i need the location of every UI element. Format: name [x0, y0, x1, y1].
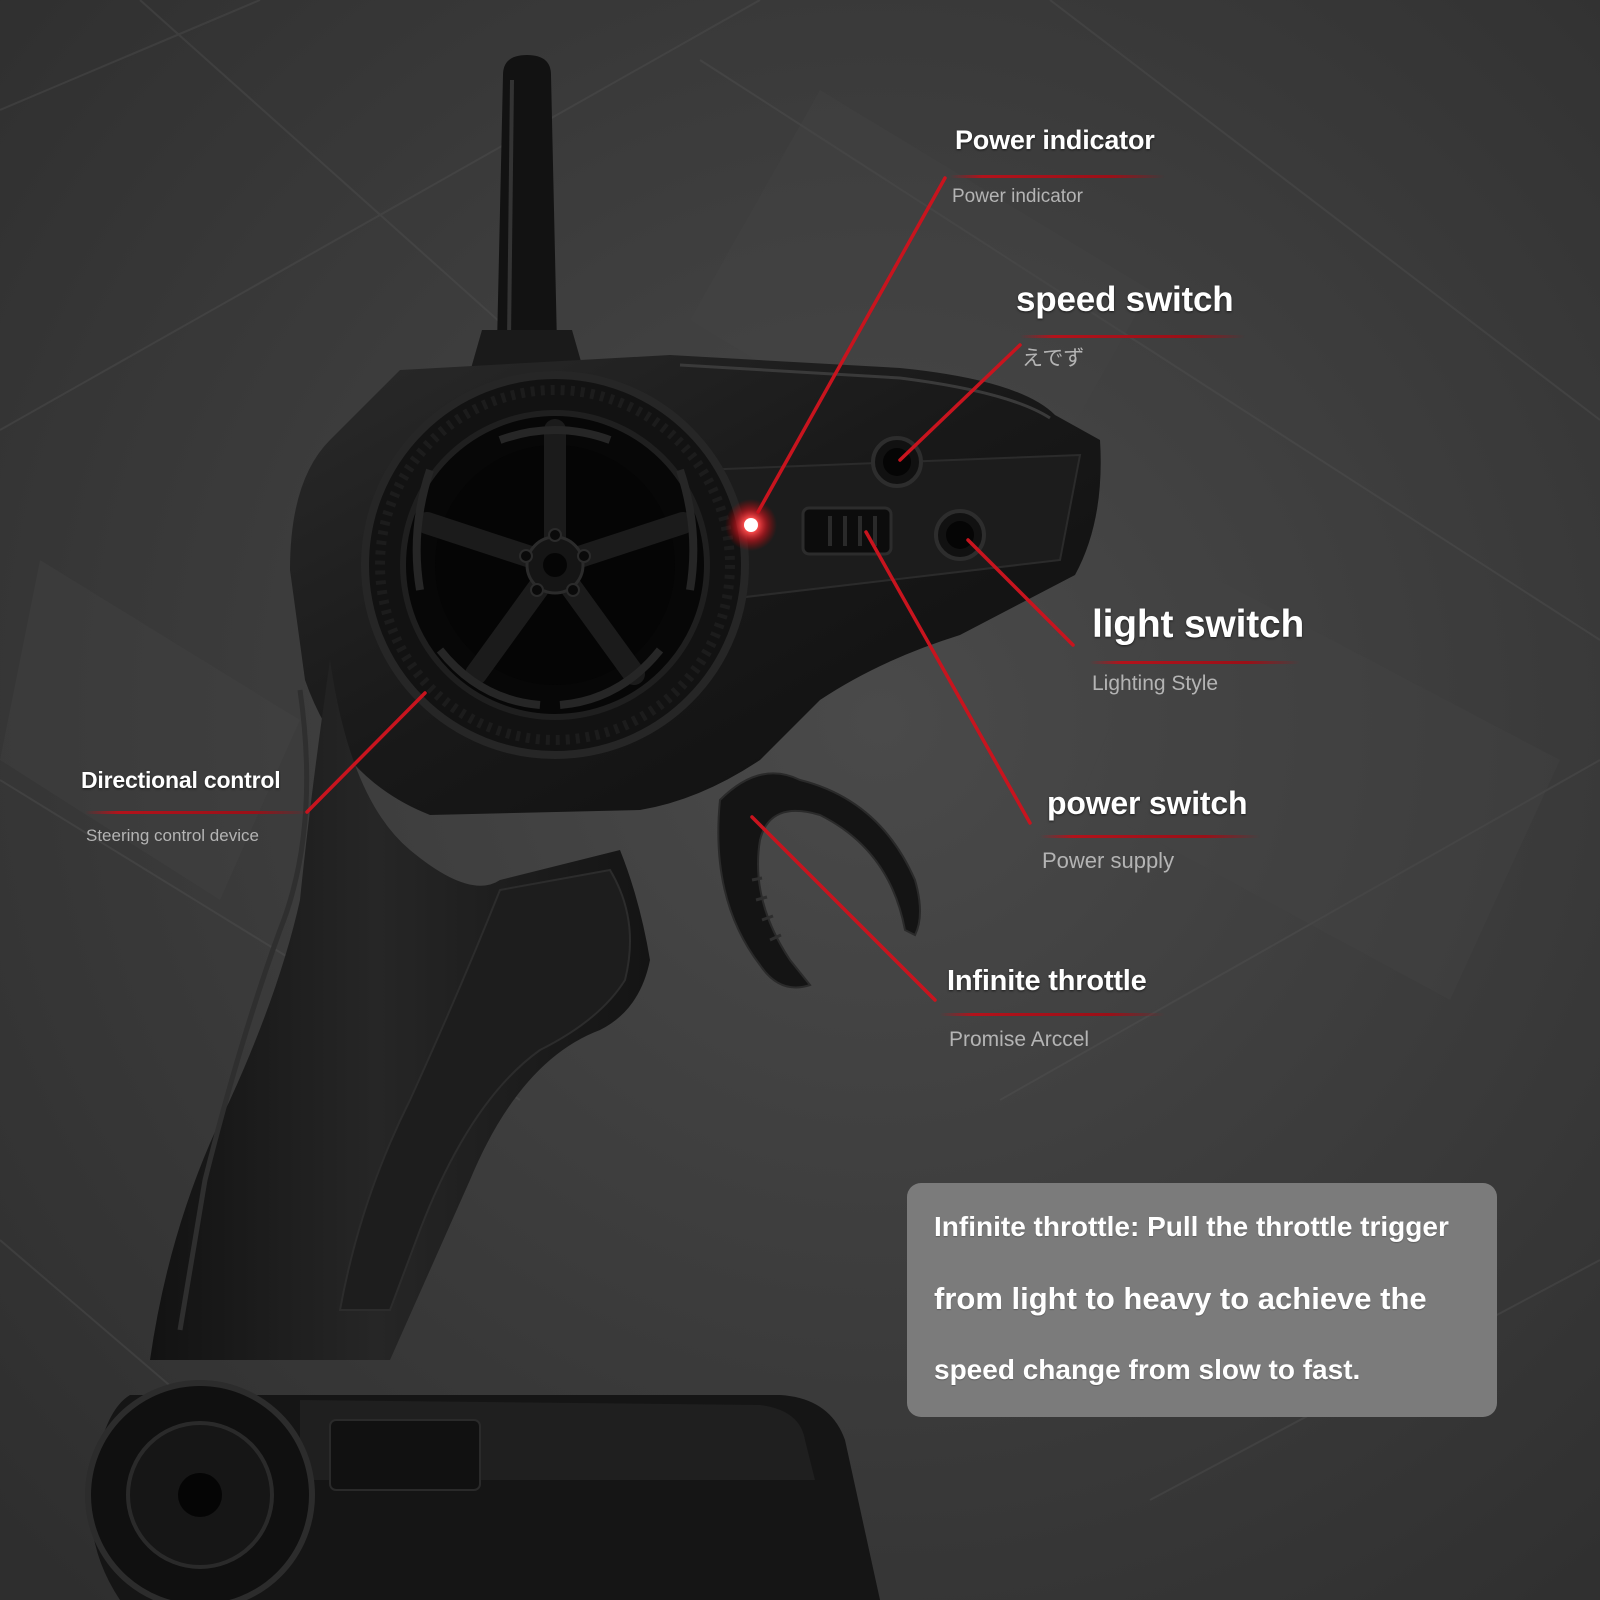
directional-control-subtitle: Steering control device: [86, 826, 259, 845]
base-detail-recess: [329, 1419, 481, 1491]
power-switch-underline: [1040, 835, 1260, 838]
power-switch-subtitle: Power supply: [1042, 848, 1175, 873]
power-switch-title: power switch: [1047, 785, 1248, 821]
info-panel: Infinite throttle: Pull the throttle tri…: [907, 1183, 1497, 1417]
grip-edge-highlight: [177, 689, 310, 1331]
power-indicator-title: Power indicator: [955, 125, 1155, 155]
power-indicator-led: [744, 518, 758, 532]
infinite-throttle-title: Infinite throttle: [947, 965, 1147, 997]
speed-switch-underline: [1020, 335, 1245, 338]
leader-light-switch: [966, 538, 1075, 647]
transmitter-grip: [150, 660, 650, 1360]
power-indicator-underline: [950, 175, 1165, 178]
info-line-1: Infinite throttle: Pull the throttle tri…: [934, 1211, 1449, 1242]
antenna-highlight: [507, 79, 514, 341]
leader-power-indicator: [756, 176, 947, 514]
steering-wheel: [361, 371, 749, 759]
callout-leader-lines: [305, 176, 1075, 1002]
infinite-throttle-subtitle: Promise Arccel: [949, 1028, 1090, 1051]
base-wheel-hub: [178, 1473, 222, 1517]
throttle-trigger: [717, 772, 921, 989]
antenna: [497, 55, 557, 345]
info-line-2: from light to heavy to achieve the: [934, 1281, 1427, 1316]
speed-switch-subtitle: えでず: [1022, 347, 1085, 370]
power-indicator-subtitle: Power indicator: [952, 186, 1083, 207]
light-switch-button-center: [946, 521, 974, 549]
speed-switch-title: speed switch: [1016, 280, 1234, 319]
power-slide-switch-ridges: [828, 516, 877, 546]
directional-control-title: Directional control: [81, 767, 281, 793]
leader-power-switch: [864, 530, 1032, 825]
head-top-edge: [679, 363, 1051, 420]
light-switch-subtitle: Lighting Style: [1092, 672, 1219, 695]
trigger-grip-ridges: [751, 876, 782, 942]
light-switch-underline: [1090, 661, 1300, 664]
light-switch-title: light switch: [1092, 603, 1305, 646]
infinite-throttle-underline: [940, 1013, 1165, 1016]
leader-speed-switch: [898, 343, 1022, 462]
info-line-3: speed change from slow to fast.: [934, 1354, 1361, 1385]
grip-inner-panel: [338, 868, 631, 1311]
directional-control-underline: [85, 811, 310, 814]
leader-directional-control: [305, 691, 427, 814]
leader-infinite-throttle: [750, 815, 937, 1002]
